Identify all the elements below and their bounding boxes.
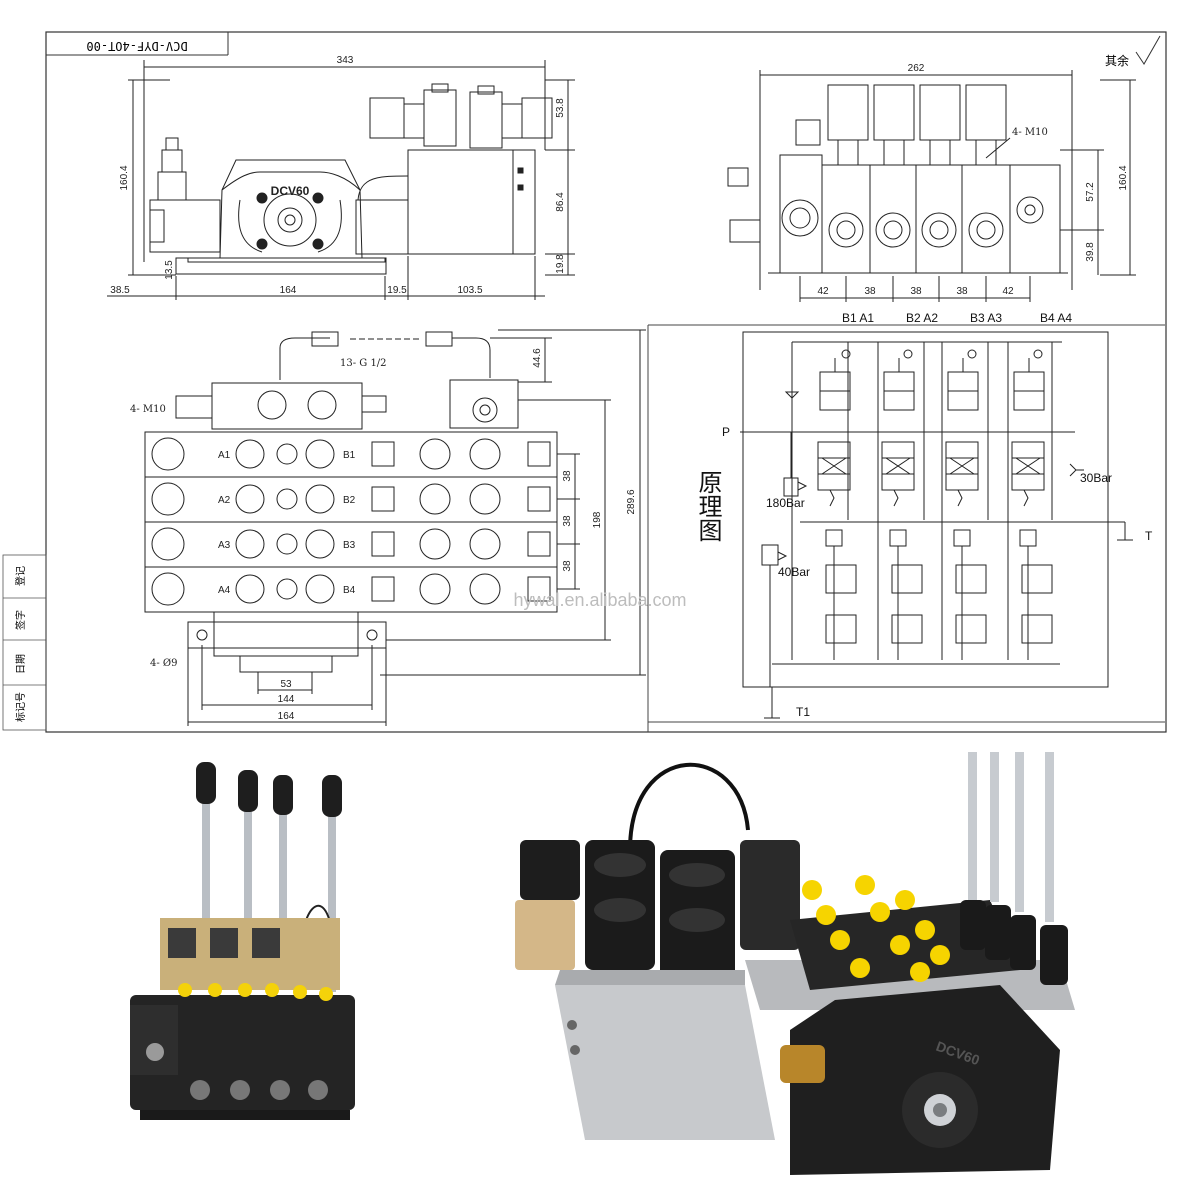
relief-valve-main (783, 432, 808, 497)
side-view: 262 160.4 57.2 39.8 4 (727, 63, 1136, 302)
schematic-port-t: T (1145, 529, 1153, 543)
side-pitch-2: 38 (864, 286, 876, 297)
front-dim-height: 160.4 (119, 165, 130, 190)
photo-manual-valve (130, 762, 355, 1120)
strip-register: 登记 (14, 566, 27, 586)
top-port-label: 13- G 1/2 (340, 358, 387, 369)
top-hole-label: 4- Ø9 (150, 658, 177, 669)
solenoid-coils (515, 840, 800, 980)
side-strip: 登记 签字 日期 标记号 (2, 554, 47, 731)
front-dim-body: 86.4 (555, 192, 566, 212)
front-view: 343 DCV60 (107, 55, 575, 300)
top-port-a1: A1 (218, 450, 231, 461)
side-thread-label: 4- M10 (1012, 127, 1048, 138)
top-dim-pitch-1: 38 (562, 470, 573, 482)
top-dim-overall: 289.6 (626, 489, 637, 514)
schematic-relief-pilot: 40Bar (778, 565, 810, 579)
front-dim-left: 38.5 (110, 285, 130, 296)
top-dim-53: 53 (280, 679, 292, 690)
top-port-a2: A2 (218, 495, 231, 506)
top-view: 13- G 1/2 4- M10 A1 A2 A3 (130, 329, 646, 726)
drawing-number: DCV-DYF-4OT-00 (86, 39, 187, 53)
top-port-a3: A3 (218, 540, 231, 551)
schematic-section-2 (877, 342, 925, 660)
roughness-symbol-icon (1135, 35, 1161, 65)
top-port-a4: A4 (218, 585, 231, 596)
lever-handles (196, 762, 342, 992)
front-casting-label: DCV60 (271, 184, 310, 198)
schematic-title: 原理图 (694, 470, 722, 542)
right-levers (960, 752, 1068, 985)
watermark: hywal.en.alibaba.com (513, 590, 686, 610)
schematic-section-4 (1007, 342, 1053, 660)
technical-drawing: DCV-DYF-4OT-00 其余 登记 签字 日期 标记号 343 (2, 31, 1167, 733)
top-thread-label: 4- M10 (130, 404, 166, 415)
top-port-b4: B4 (343, 585, 356, 596)
front-dim-coil: 53.8 (555, 98, 566, 118)
side-dim-base: 39.8 (1085, 242, 1096, 262)
top-port-b3: B3 (343, 540, 356, 551)
schematic-wp-4: B4 A4 (1040, 311, 1072, 325)
yellow-caps-right (802, 875, 950, 982)
schematic-port-t1: T1 (796, 705, 810, 719)
side-pitch-1: 42 (817, 286, 829, 297)
side-pitch-5: 42 (1002, 286, 1014, 297)
front-dim-overall: 343 (337, 55, 354, 66)
product-photos: DCV60 (130, 752, 1075, 1175)
side-dim-overall: 262 (908, 63, 925, 74)
side-pitch-3: 38 (910, 286, 922, 297)
top-dim-164: 164 (278, 711, 295, 722)
top-dim-body: 198 (592, 511, 603, 528)
schematic-check-pressure: 30Bar (1080, 471, 1112, 485)
schematic-section-3 (941, 342, 989, 660)
top-dim-44: 44.6 (532, 348, 543, 368)
top-port-b2: B2 (343, 495, 356, 506)
top-dim-144: 144 (278, 694, 295, 705)
strip-sign: 签字 (14, 610, 27, 630)
schematic-port-p: P (722, 425, 730, 439)
yellow-caps-left (178, 983, 333, 1001)
top-port-b1: B1 (343, 450, 356, 461)
top-dim-pitch-3: 38 (562, 560, 573, 572)
front-dim-box: 103.5 (457, 285, 482, 296)
front-dim-width: 164 (280, 285, 297, 296)
schematic-wp-2: B2 A2 (906, 311, 938, 325)
surface-finish-note: 其余 (1105, 53, 1129, 68)
relief-valve-pilot (761, 544, 788, 687)
drawing-frame (45, 31, 1167, 733)
strip-mark: 标记号 (15, 692, 27, 722)
schematic-wp-3: B3 A3 (970, 311, 1002, 325)
schematic-relief-main: 180Bar (766, 496, 805, 510)
strip-date: 日期 (15, 654, 27, 674)
schematic-wp-1: B1 A1 (842, 311, 874, 325)
side-pitch-4: 38 (956, 286, 968, 297)
front-dim-gap: 19.5 (387, 285, 407, 296)
photo-solenoid-valve: DCV60 (515, 752, 1075, 1175)
check-valve-icon (1069, 463, 1084, 477)
top-dim-pitch-2: 38 (562, 515, 573, 527)
front-dim-base: 19.8 (555, 254, 566, 274)
schematic-section-1 (791, 342, 857, 660)
front-dim-foot: 13.5 (164, 260, 175, 280)
side-dim-mid: 57.2 (1085, 182, 1096, 202)
hydraulic-schematic: B1 A1 B2 A2 B3 A3 B4 A4 原理图 P T T1 180Ba… (647, 311, 1165, 732)
side-dim-height: 160.4 (1118, 165, 1129, 190)
